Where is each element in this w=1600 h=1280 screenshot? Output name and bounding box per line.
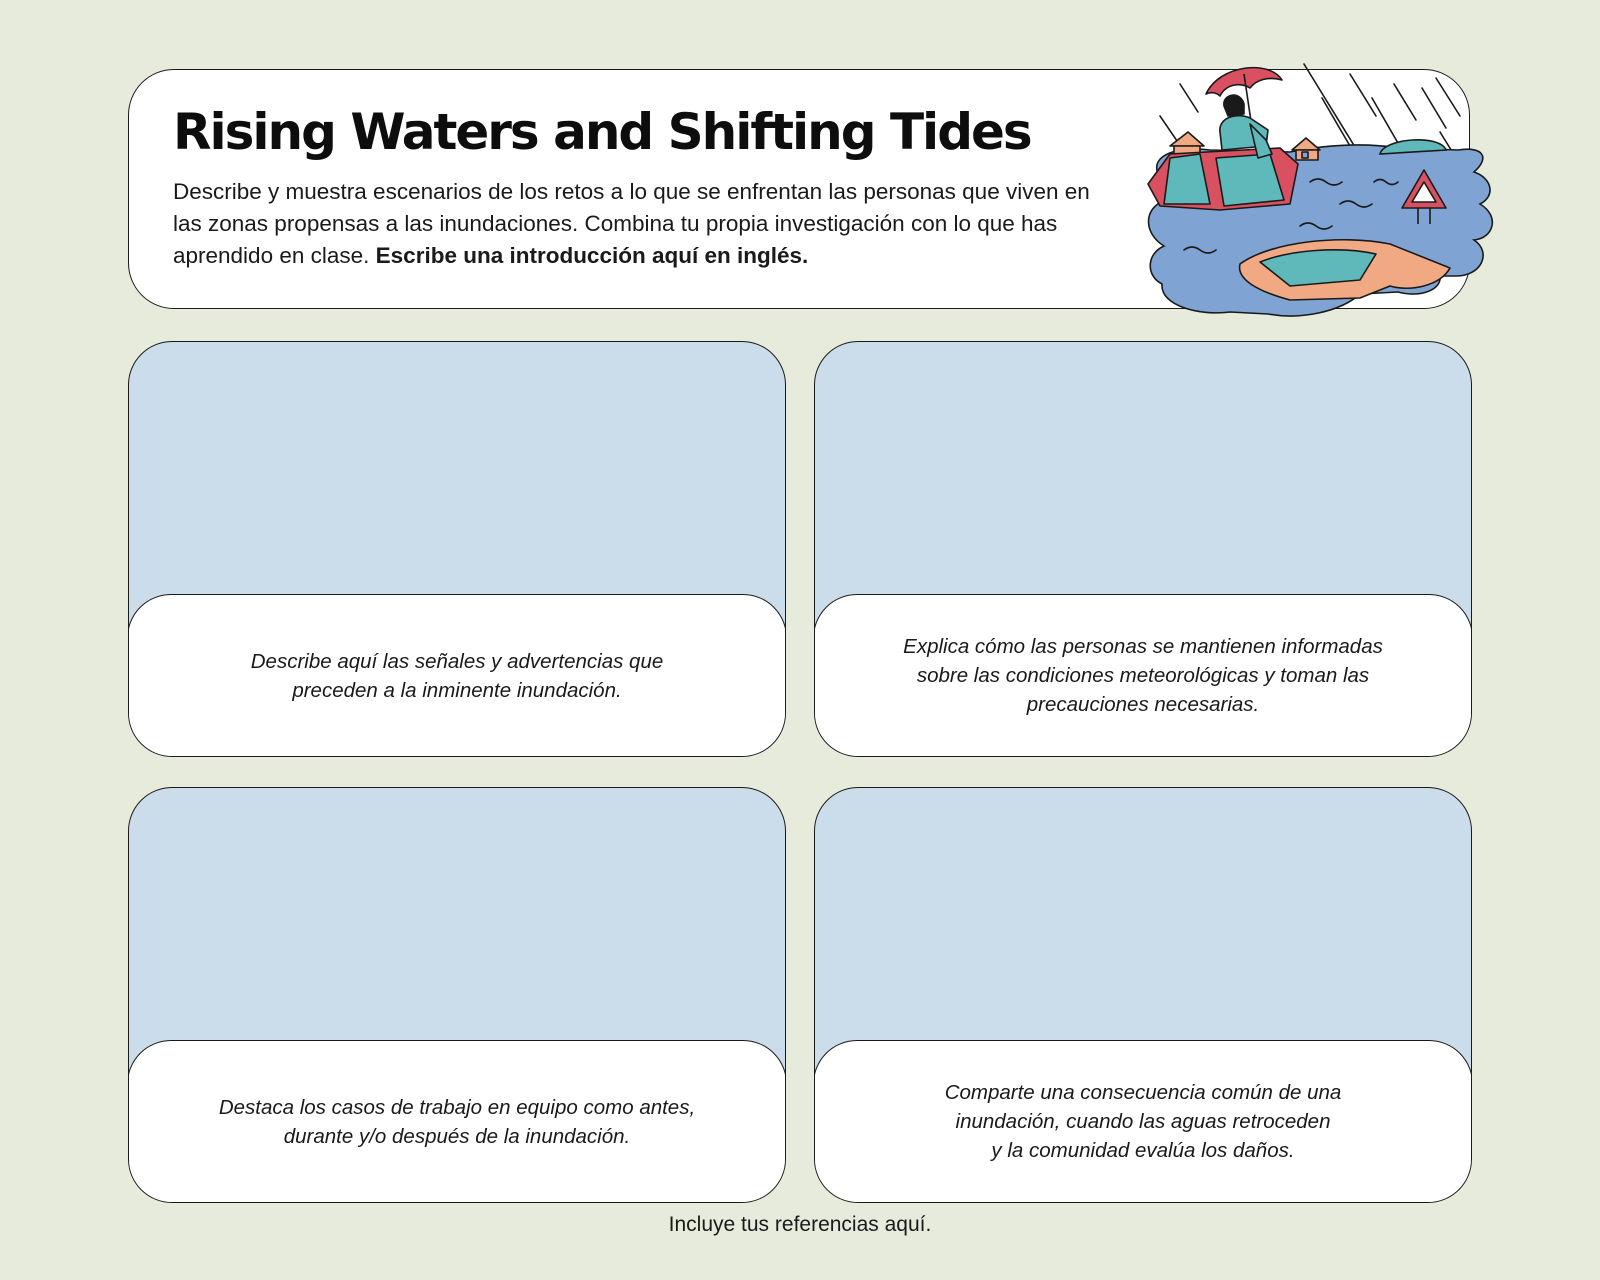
intro-bold-text: Escribe una introducción aquí en inglés. [375, 243, 809, 268]
references-text: Incluye tus referencias aquí. [668, 1213, 932, 1236]
caption-box-2[interactable]: Explica cómo las personas se mantienen i… [815, 593, 1471, 756]
caption-text-1: Describe aquí las señales y advertencias… [250, 649, 664, 702]
storyboard-panel-2[interactable]: Explica cómo las personas se mantienen i… [814, 341, 1472, 757]
intro-text: Describe y muestra escenarios de los ret… [173, 176, 1113, 272]
caption-box-4[interactable]: Comparte una consecuencia común de una i… [815, 1039, 1471, 1202]
caption-text-2: Explica cómo las personas se mantienen i… [903, 635, 1383, 717]
storyboard-panel-1[interactable]: Describe aquí las señales y advertencias… [128, 341, 786, 757]
caption-box-1[interactable]: Describe aquí las señales y advertencias… [129, 593, 785, 756]
caption-text-3: Destaca los casos de trabajo en equipo c… [218, 1095, 696, 1148]
page-title: Rising Waters and Shifting Tides [173, 103, 1033, 161]
storyboard-panel-3[interactable]: Destaca los casos de trabajo en equipo c… [128, 787, 786, 1203]
storyboard-panel-4[interactable]: Comparte una consecuencia común de una i… [814, 787, 1472, 1203]
intro-regular-text: Describe y muestra escenarios de los ret… [173, 179, 1090, 268]
caption-box-3[interactable]: Destaca los casos de trabajo en equipo c… [129, 1039, 785, 1202]
flood-illustration-icon [1147, 63, 1494, 317]
caption-text-4: Comparte una consecuencia común de una i… [944, 1081, 1342, 1163]
